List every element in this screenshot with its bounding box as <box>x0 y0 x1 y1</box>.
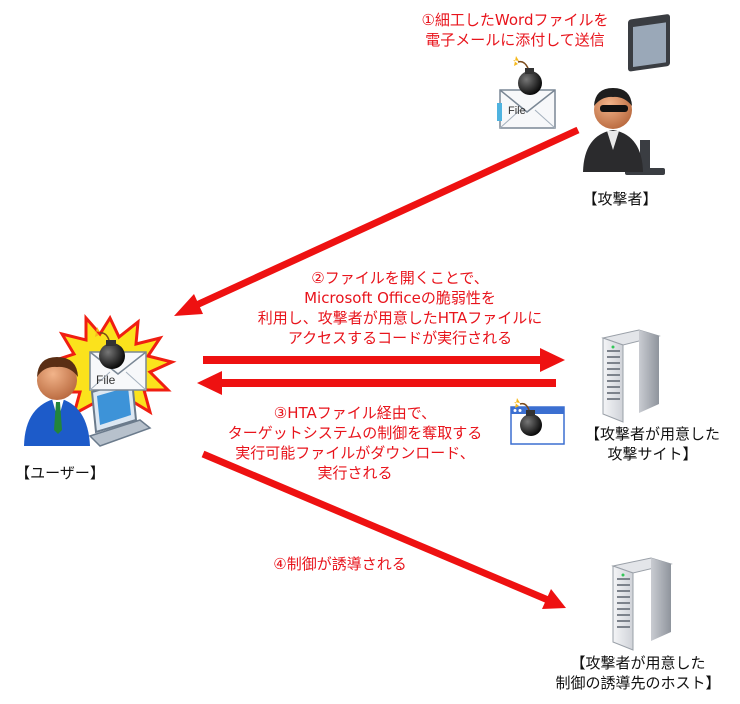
file-caption: File <box>508 105 526 117</box>
control-host-label-line1: 【攻撃者が用意した <box>570 654 706 672</box>
attack-site-label: 【攻撃者が用意した 攻撃サイト】 <box>565 424 740 464</box>
step2-line1: ②ファイルを開くことで、 <box>311 269 489 287</box>
step2-annotation: ②ファイルを開くことで、 Microsoft Officeの脆弱性を 利用し、攻… <box>225 268 575 348</box>
step4-annotation: ④制御が誘導される <box>273 555 407 573</box>
step3-line3: 実行可能ファイルがダウンロード、 <box>235 444 475 462</box>
user-label: 【ユーザー】 <box>15 464 105 482</box>
step3-line1: ③HTAファイル経由で、 <box>273 404 437 422</box>
arrow-attack-site-to-user <box>197 371 556 395</box>
step2-line2: Microsoft Officeの脆弱性を <box>304 289 496 307</box>
envelope-icon: File <box>497 89 556 129</box>
step1-annotation: ①細工したWordファイルを 電子メールに添付して送信 <box>385 10 645 50</box>
bomb-icon <box>513 56 542 95</box>
bomb-icon <box>514 398 542 436</box>
step2-line4: アクセスするコードが実行される <box>287 329 513 347</box>
control-host-label-line2: 制御の誘導先のホスト】 <box>555 674 721 692</box>
step3-line2: ターゲットシステムの制御を奪取する <box>227 424 483 442</box>
user-person-icon <box>24 357 152 447</box>
file-caption: File <box>96 373 116 387</box>
attacker-person-icon <box>583 14 670 175</box>
step2-line3: 利用し、攻撃者が用意したHTAファイルに <box>257 309 543 327</box>
control-host-label: 【攻撃者が用意した 制御の誘導先のホスト】 <box>538 653 738 693</box>
attacker-label: 【攻撃者】 <box>582 190 658 208</box>
step1-line2: 電子メールに添付して送信 <box>425 31 605 49</box>
step3-annotation: ③HTAファイル経由で、 ターゲットシステムの制御を奪取する 実行可能ファイルが… <box>200 403 510 483</box>
step3-line4: 実行される <box>317 464 393 482</box>
attack-site-label-line1: 【攻撃者が用意した <box>584 425 720 443</box>
server-icon <box>601 329 661 423</box>
arrow-attacker-to-user <box>174 126 580 316</box>
step1-line1: ①細工したWordファイルを <box>421 11 609 29</box>
arrow-user-to-control-host <box>201 450 566 609</box>
bomb-icon <box>94 327 125 369</box>
server-icon <box>611 557 673 651</box>
arrow-user-to-attack-site <box>203 348 565 372</box>
attack-site-label-line2: 攻撃サイト】 <box>607 445 698 463</box>
